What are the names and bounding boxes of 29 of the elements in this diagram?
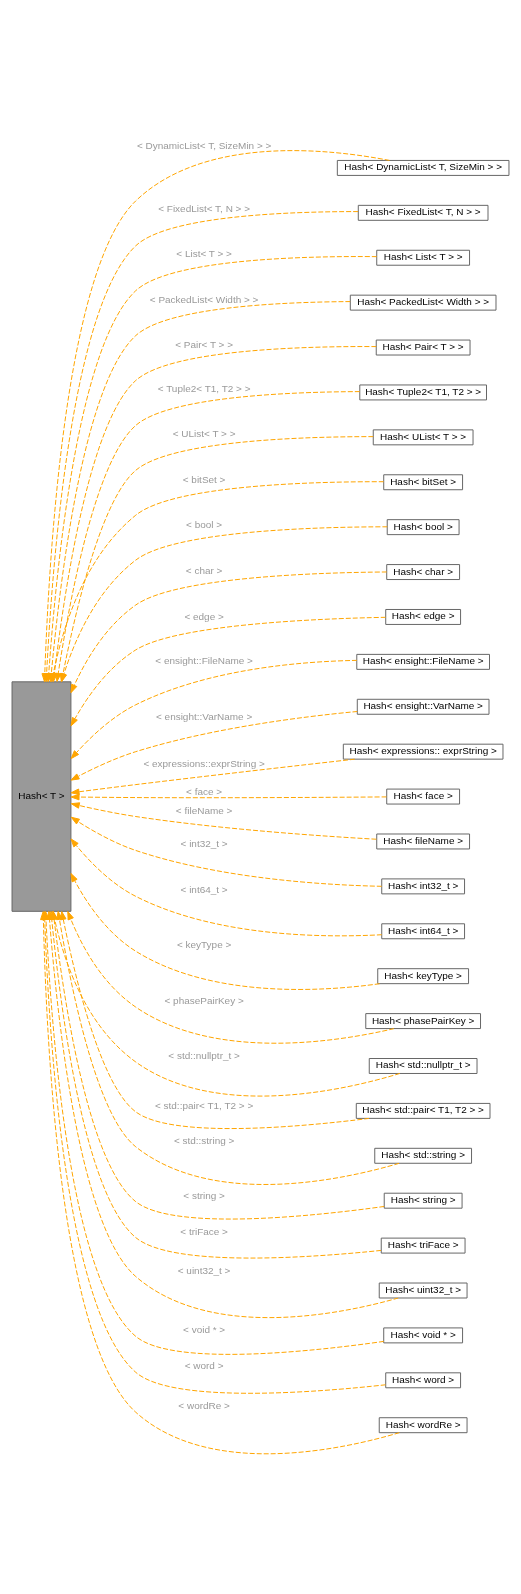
edge-label: < int32_t > [180,837,228,849]
edge-label: < List< T > > [176,247,232,259]
edge-label: < expressions::exprString > [143,757,265,769]
edge-label: < uint32_t > [177,1264,231,1276]
edge-label: < void * > [183,1323,226,1335]
edge-label: < DynamicList< T, SizeMin > > [136,139,272,151]
edge-label: < FixedList< T, N > > [158,202,251,214]
edge-label: < bool > [186,518,223,530]
edge-label: < std::pair< T1, T2 > > [154,1099,254,1111]
edge-label: < std::string > [173,1134,235,1146]
edge-label: < std::nullptr_t > [168,1049,240,1061]
edge-label: < fileName > [175,804,233,816]
edge-label: < face > [186,785,223,797]
edge-label: < Tuple2< T1, T2 > > [157,382,251,394]
edge-label: < string > [183,1189,225,1201]
edge-label: < char > [185,564,223,576]
edge-label: < ensight::VarName > [156,710,253,722]
edge-label: < int64_t > [180,883,228,895]
edge-label: < ensight::FileName > [155,654,253,666]
edge-label: < bitSet > [182,473,226,485]
edge-label: < triFace > [180,1225,228,1237]
edge-label: < PackedList< Width > > [149,293,259,305]
edge-label: < wordRe > [178,1399,230,1411]
edge-label: < phasePairKey > [164,994,244,1006]
edge-label: < word > [184,1359,224,1371]
edge-label: < Pair< T > > [175,338,234,350]
edge-label: < UList< T > > [172,427,236,439]
edge-label: < edge > [184,610,224,622]
edge-label: < keyType > [176,938,232,950]
